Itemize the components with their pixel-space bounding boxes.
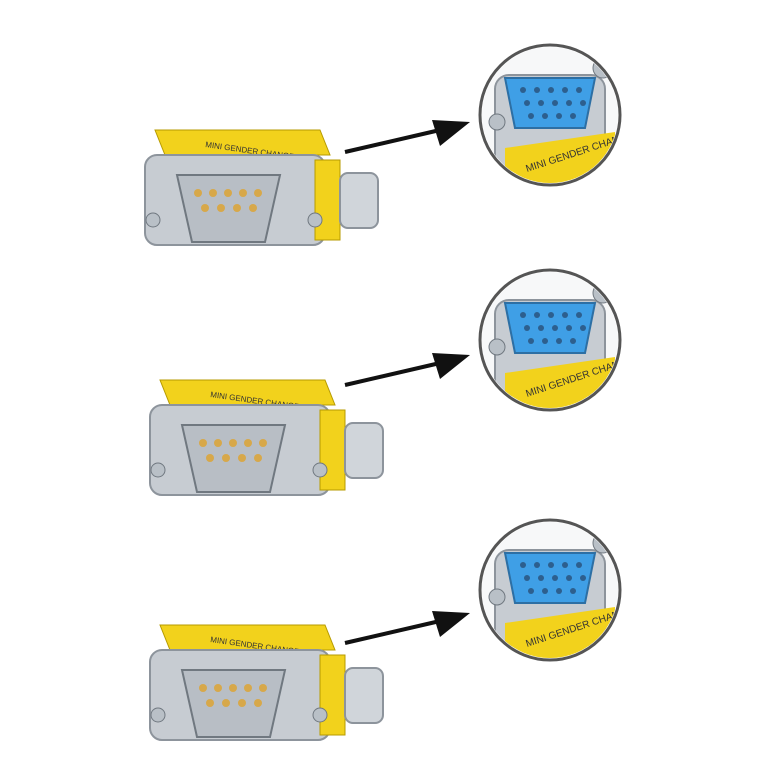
yellow-side-band — [319, 409, 346, 491]
db9-shell — [180, 424, 287, 493]
female-vga-detail-circle: MINI GENDER CHANGER — [478, 43, 622, 187]
db9-shell — [180, 669, 287, 738]
mount-screw — [150, 707, 166, 723]
mount-screw — [307, 212, 323, 228]
adapter-row-2: MINI GENDER CHANGER MINI GENDER — [0, 268, 759, 496]
mount-screw — [312, 707, 328, 723]
male-db9-adapter: MINI GENDER CHANGER — [149, 379, 384, 496]
yellow-side-band — [319, 654, 346, 736]
pins — [199, 439, 267, 462]
pins — [199, 684, 267, 707]
pins — [194, 189, 262, 212]
mount-screw — [150, 462, 166, 478]
female-vga-detail-circle: MINI GENDER CHANGER — [478, 518, 622, 662]
yellow-band-top — [159, 379, 336, 406]
male-db9-adapter: MINI GENDER CHANGER — [149, 624, 384, 741]
arrow-right — [344, 611, 470, 645]
adapter-row-3: MINI GENDER CHANGER MINI GENDER — [0, 515, 759, 741]
arrow-right — [344, 353, 470, 387]
side-connector — [344, 667, 384, 724]
side-connector — [339, 172, 379, 229]
yellow-side-band — [314, 159, 341, 241]
mount-screw — [145, 212, 161, 228]
mount-screw — [312, 462, 328, 478]
arrow-right — [344, 120, 470, 154]
yellow-band-top — [159, 624, 336, 651]
db9-shell — [175, 174, 282, 243]
female-vga-detail-circle: MINI GENDER CHANGER — [478, 268, 622, 412]
side-connector — [344, 422, 384, 479]
male-db9-adapter: MINI GENDER CHANGER — [144, 129, 379, 246]
adapter-row-1: MINI GENDER CHANGER MINI GENDER — [0, 20, 759, 246]
yellow-band-top — [154, 129, 331, 156]
